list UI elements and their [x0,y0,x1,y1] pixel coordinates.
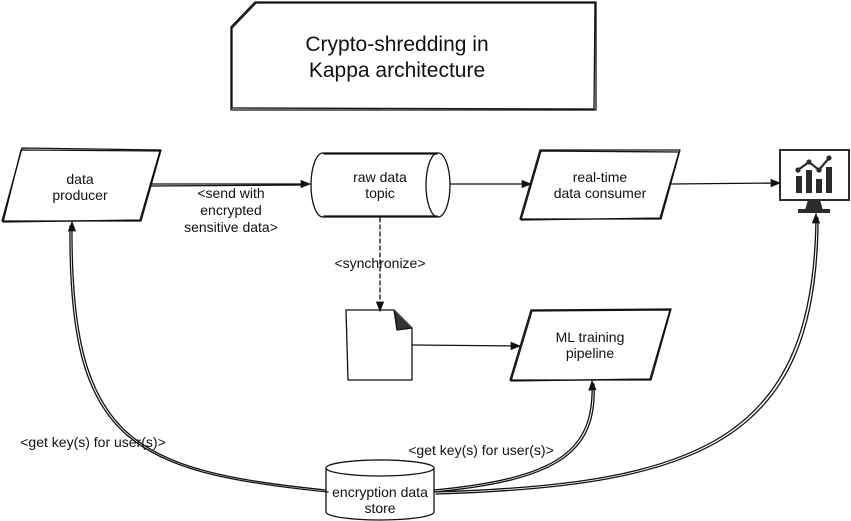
producer-label-line1: data [66,171,93,187]
title-card: Crypto-shredding in Kappa architecture [230,1,597,111]
data-producer-node: data producer [1,147,162,223]
store-label-line2: store [364,500,395,516]
topic-label-line1: raw data [353,169,407,185]
edge-consumer-to-monitor [669,178,782,188]
ml-pipeline-label-line2: pipeline [566,345,614,361]
realtime-consumer-node: real-time data consumer [519,149,681,221]
consumer-label-line2: data consumer [554,185,647,201]
topic-label-line2: topic [365,185,395,201]
diagram-title-line2: Kappa architecture [309,59,485,82]
ml-pipeline-label-line1: ML training [556,329,625,345]
encryption-data-store-node: encryption data store [325,459,435,521]
edge-store-to-producer [67,220,329,493]
edge-producer-to-topic [149,179,312,189]
consumer-label-line1: real-time [573,169,628,185]
get-keys-right-edge-label: <get key(s) for user(s)> [408,442,554,458]
send-edge-label-line3: sensitive data> [184,219,278,235]
synchronized-document-node [345,309,413,381]
analytics-monitor-icon [779,149,850,213]
synchronize-edge-label: <synchronize> [334,255,425,271]
send-edge-label-line1: <send with [197,185,264,201]
edge-store-to-ml [433,379,597,493]
producer-label-line2: producer [52,187,108,203]
edge-store-to-monitor [433,212,821,495]
raw-data-topic-node: raw data topic [310,152,451,218]
edge-document-to-ml [411,341,522,351]
diagram-title-line1: Crypto-shredding in [305,33,488,56]
ml-training-pipeline-node: ML training pipeline [509,308,672,382]
store-label-line1: encryption data [332,484,428,500]
get-keys-left-edge-label: <get key(s) for user(s)> [20,434,166,450]
send-edge-label-line2: encrypted [200,202,261,218]
